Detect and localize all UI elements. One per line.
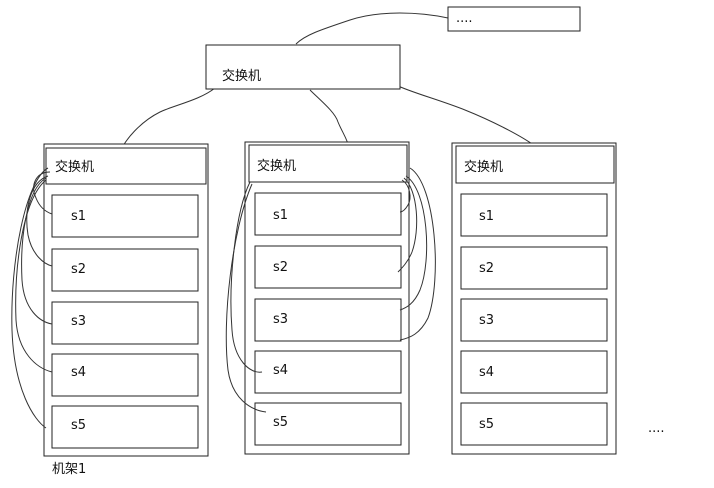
wire-switch-s5 xyxy=(225,183,267,413)
wire-switch-s3b xyxy=(399,167,436,341)
rack-2: 交换机 s1 s2 s3 s4 s5 xyxy=(225,141,436,455)
wire-switch-s2 xyxy=(397,177,418,273)
wire-switch-s4 xyxy=(230,181,263,373)
rack-caption: 机架1 xyxy=(52,462,86,477)
server-box xyxy=(254,192,402,236)
rack-switch-box xyxy=(455,145,615,184)
more-racks-ellipsis: .... xyxy=(648,421,665,436)
rack-1: 交换机 s1 s2 s3 s4 s5 机架1 xyxy=(11,143,209,477)
rack-switch-label: 交换机 xyxy=(464,159,503,175)
server-label: s2 xyxy=(71,262,86,277)
server-label: s3 xyxy=(71,314,86,329)
server-box xyxy=(51,248,199,292)
server-box xyxy=(51,194,199,238)
wire-top-to-rack2 xyxy=(309,89,350,149)
server-box xyxy=(460,350,608,394)
top-switch-label: 交换机 xyxy=(222,68,261,84)
server-box xyxy=(51,353,199,397)
server-label: s1 xyxy=(479,209,494,224)
rack-switch-box xyxy=(248,144,408,183)
wire-switch-s5 xyxy=(11,167,49,429)
rack-switch-label: 交换机 xyxy=(55,159,94,175)
ellipsis-label: .... xyxy=(456,11,473,26)
server-label: s5 xyxy=(273,415,288,430)
server-label: s4 xyxy=(479,365,494,380)
server-label: s5 xyxy=(71,418,86,433)
wire-switch-s1 xyxy=(399,179,411,213)
server-label: s1 xyxy=(71,209,86,224)
server-box xyxy=(254,245,402,289)
server-box xyxy=(254,298,402,342)
server-box xyxy=(254,350,402,394)
server-box xyxy=(51,301,199,345)
rack-switch-label: 交换机 xyxy=(257,158,296,174)
wire-top-to-rack3 xyxy=(395,84,536,147)
server-label: s2 xyxy=(273,260,288,275)
rack-switch-box xyxy=(45,147,207,185)
server-label: s2 xyxy=(479,261,494,276)
server-label: s4 xyxy=(273,363,288,378)
wire-top-to-rack1 xyxy=(119,87,216,153)
server-box xyxy=(460,193,608,237)
server-label: s3 xyxy=(479,313,494,328)
server-label: s4 xyxy=(71,365,86,380)
uplink-wires xyxy=(119,12,536,153)
server-box xyxy=(51,405,199,449)
server-label: s3 xyxy=(273,312,288,327)
ellipsis-box xyxy=(447,6,581,32)
wire-switch-s3 xyxy=(21,177,53,325)
wire-top-to-ellipsis xyxy=(295,12,449,45)
server-label: s1 xyxy=(273,208,288,223)
top-switch-box xyxy=(205,44,401,90)
wire-switch-s3 xyxy=(399,175,428,311)
server-box xyxy=(460,298,608,342)
server-label: s5 xyxy=(479,417,494,432)
server-box xyxy=(254,402,402,446)
wire-switch-s4 xyxy=(15,179,53,373)
server-box xyxy=(460,246,608,290)
rack-3: 交换机 s1 s2 s3 s4 s5 xyxy=(451,142,617,455)
wire-switch-s2 xyxy=(26,175,53,267)
server-box xyxy=(460,402,608,446)
